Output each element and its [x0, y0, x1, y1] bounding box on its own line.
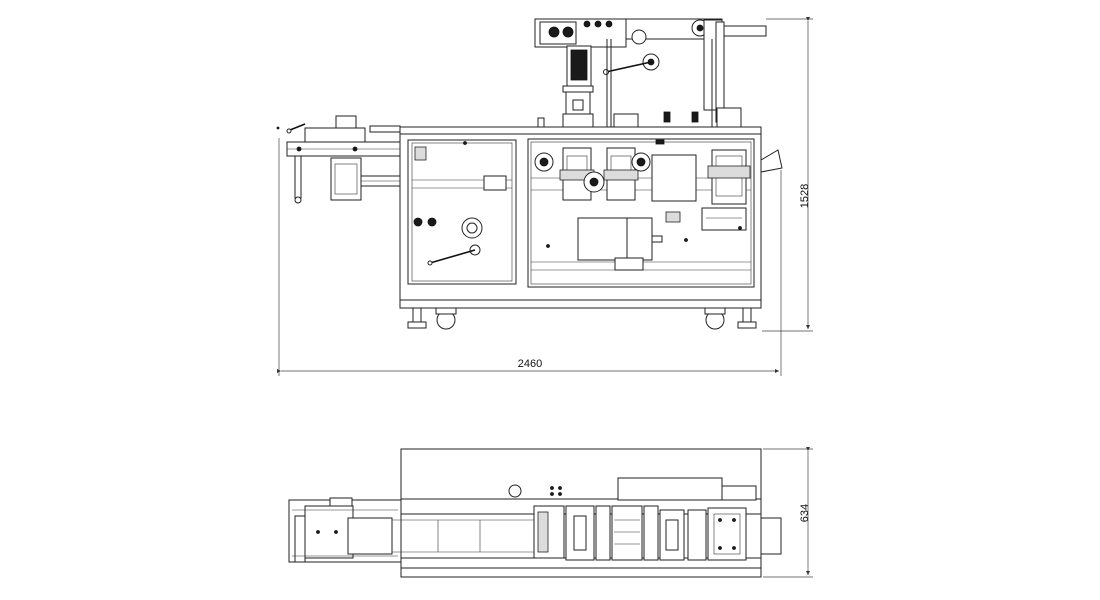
right-discharge-chute [760, 149, 783, 173]
right-cabinet-window [527, 138, 755, 288]
top-view [288, 448, 782, 578]
left-cabinet-panel [407, 139, 517, 285]
height-dimension-label: 1528 [799, 184, 811, 208]
depth-dimension: 634 [763, 446, 813, 578]
depth-dimension-label: 634 [799, 504, 811, 522]
height-dimension: 1528 [762, 16, 813, 332]
width-dimension: 2460 [276, 138, 782, 376]
upper-drive-assembly [534, 18, 767, 128]
machine-feet [407, 307, 757, 330]
front-view [276, 18, 783, 330]
width-dimension-label: 2460 [518, 358, 542, 370]
left-feeder-unit [276, 115, 401, 204]
